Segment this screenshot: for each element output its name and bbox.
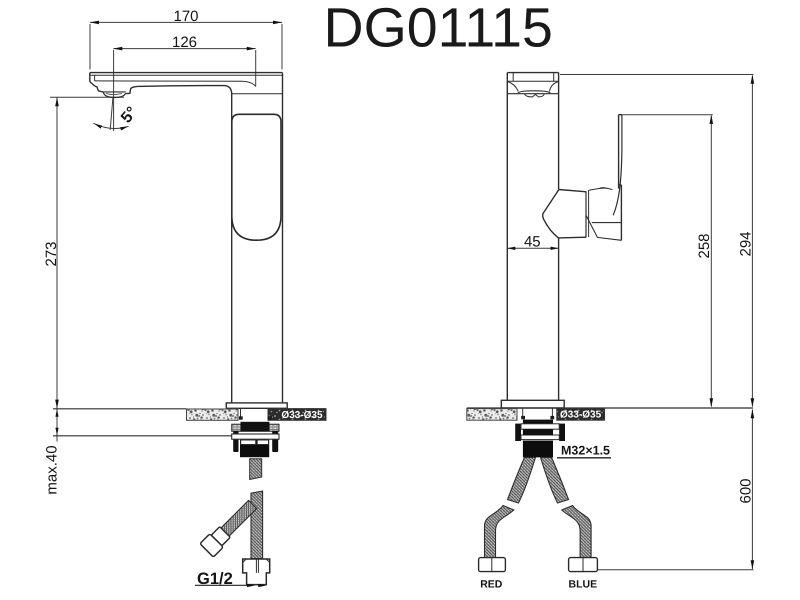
svg-text:Ø33-Ø35: Ø33-Ø35 <box>560 409 602 420</box>
svg-text:max.40: max.40 <box>44 445 61 494</box>
svg-text:M32×1.5: M32×1.5 <box>561 444 610 458</box>
svg-text:258: 258 <box>696 233 713 258</box>
svg-text:RED: RED <box>480 578 503 590</box>
svg-text:126: 126 <box>172 34 197 51</box>
svg-text:G1/2: G1/2 <box>197 570 233 588</box>
svg-text:294: 294 <box>738 231 755 256</box>
svg-text:273: 273 <box>43 241 60 266</box>
svg-text:BLUE: BLUE <box>569 578 598 590</box>
svg-text:600: 600 <box>738 478 755 503</box>
svg-text:DG01115: DG01115 <box>324 0 553 58</box>
svg-text:170: 170 <box>173 8 198 25</box>
svg-text:Ø33-Ø35: Ø33-Ø35 <box>281 410 323 421</box>
svg-text:45: 45 <box>524 233 541 250</box>
